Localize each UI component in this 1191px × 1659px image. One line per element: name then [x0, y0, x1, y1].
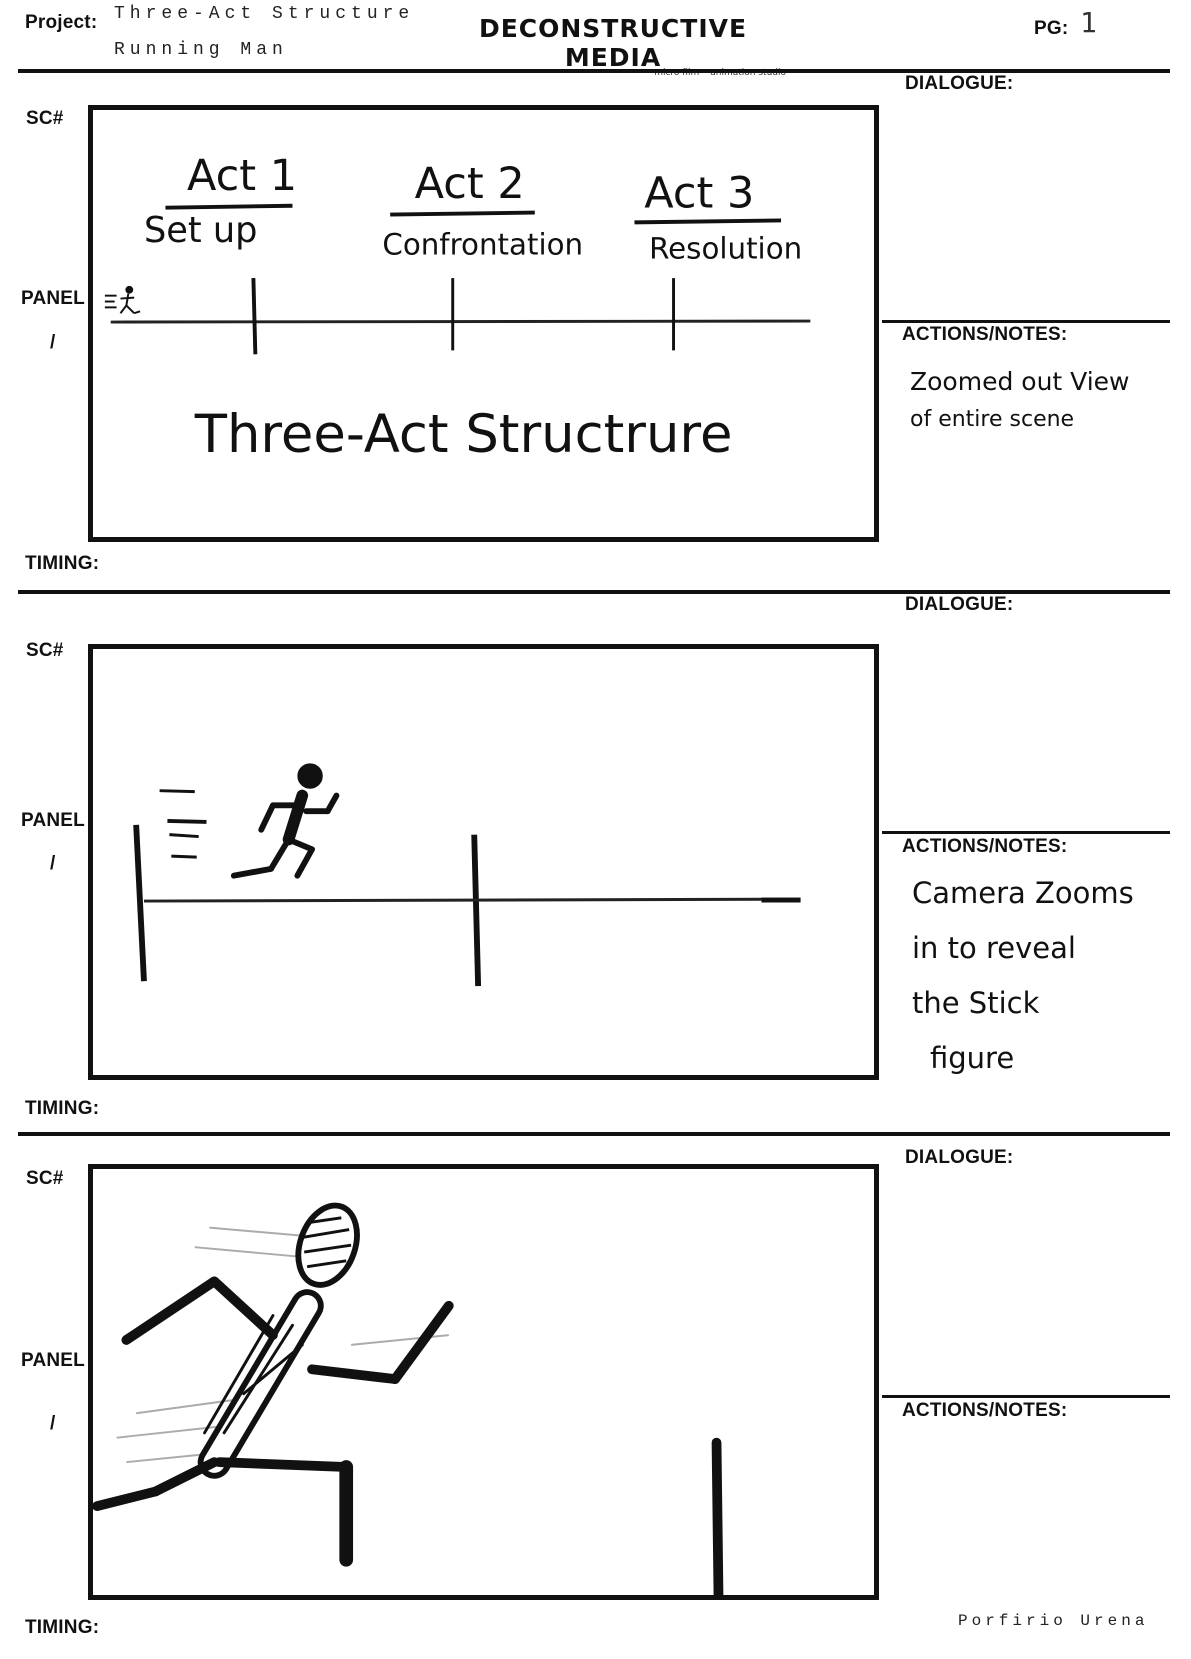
- scene-label: SC#: [26, 640, 64, 661]
- actions-notes-1: Zoomed out View of entire scene: [910, 362, 1129, 437]
- running-stick-figure-sketch: [133, 763, 801, 987]
- tiny-runner-icon: [104, 285, 141, 315]
- studio-name: DECONSTRUCTIVE MEDIA: [478, 14, 748, 72]
- panel-number-slash: /: [50, 1413, 56, 1434]
- project-title: Three-Act Structure: [114, 4, 415, 24]
- act3-heading: Act 3: [644, 169, 754, 219]
- page-number: 1: [1080, 6, 1097, 39]
- note-line: figure: [930, 1041, 1015, 1076]
- act1-subtitle: Set up: [144, 210, 258, 251]
- stick-figure: [230, 763, 340, 879]
- panel-divider-2: [18, 1132, 1170, 1136]
- panel-label: PANEL: [21, 288, 85, 309]
- panel-divider-1: [18, 590, 1170, 594]
- actions-label: ACTIONS/NOTES:: [902, 324, 1068, 345]
- panel-label: PANEL: [21, 810, 85, 831]
- panel-number-slash: /: [50, 332, 56, 353]
- note-line: of entire scene: [910, 407, 1075, 432]
- note-line: Zoomed out View: [910, 367, 1130, 396]
- act2-heading: Act 2: [415, 159, 525, 209]
- timing-label: TIMING:: [25, 1617, 100, 1638]
- header-divider: [18, 69, 1170, 73]
- act3-subtitle: Resolution: [649, 232, 802, 266]
- actions-label: ACTIONS/NOTES:: [902, 836, 1068, 857]
- act2-subtitle: Confrontation: [382, 228, 583, 262]
- studio-logo: DECONSTRUCTIVE MEDIA micro film • animat…: [438, 14, 788, 78]
- scene-label: SC#: [26, 1168, 64, 1189]
- project-label: Project:: [25, 12, 98, 33]
- actions-notes-2: Camera Zooms in to reveal the Stick figu…: [912, 866, 1134, 1086]
- timing-label: TIMING:: [25, 553, 100, 574]
- storyboard-frame-1: Act 1 Set up Act 2 Confrontation Act 3 R…: [88, 105, 879, 542]
- dialogue-label: DIALOGUE:: [905, 73, 1014, 94]
- note-line: in to reveal: [912, 931, 1076, 966]
- panel-label: PANEL: [21, 1350, 85, 1371]
- act1-heading: Act 1: [187, 151, 297, 201]
- note-line: Camera Zooms: [912, 876, 1134, 910]
- notes-divider-2: [882, 831, 1170, 834]
- artist-credit: Porfirio Urena: [958, 1612, 1149, 1630]
- dialogue-label: DIALOGUE:: [905, 1147, 1014, 1168]
- closeup-runner-sketch: [93, 1202, 724, 1595]
- timeline-line: [110, 319, 811, 324]
- actions-label: ACTIONS/NOTES:: [902, 1400, 1068, 1421]
- timeline-sketch: Act 1 Set up Act 2 Confrontation Act 3 R…: [104, 151, 811, 465]
- dialogue-label: DIALOGUE:: [905, 594, 1014, 615]
- page-label: PG:: [1034, 18, 1069, 39]
- studio-tagline: micro film • animation studio: [654, 68, 786, 78]
- timing-label: TIMING:: [25, 1098, 100, 1119]
- project-subtitle: Running Man: [114, 40, 288, 60]
- notes-divider-3: [882, 1395, 1170, 1398]
- act1-tick: [251, 278, 258, 355]
- storyboard-frame-2: [88, 644, 879, 1080]
- storyboard-frame-3: [88, 1164, 879, 1600]
- notes-divider-1: [882, 320, 1170, 323]
- sketch-caption: Three-Act Structrure: [194, 404, 733, 465]
- note-line: the Stick: [912, 986, 1040, 1021]
- scene-label: SC#: [26, 108, 64, 129]
- panel-number-slash: /: [50, 853, 56, 874]
